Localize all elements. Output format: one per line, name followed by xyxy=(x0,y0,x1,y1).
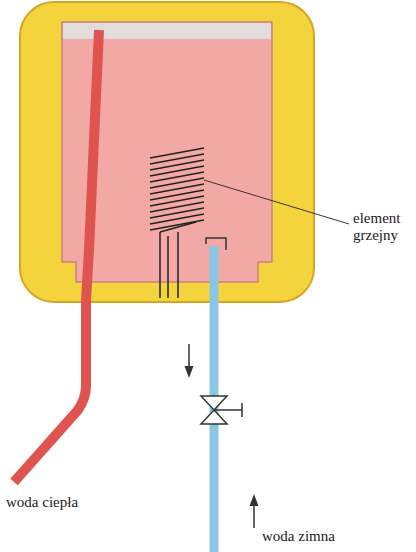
housing xyxy=(20,2,314,302)
heating-coil xyxy=(150,148,204,230)
flow-arrow xyxy=(188,344,190,372)
flow-arrow xyxy=(253,500,255,528)
cold-inlet-cap xyxy=(206,238,226,250)
leader-line xyxy=(204,180,349,224)
part-label: element grzejny xyxy=(353,210,411,244)
part-label: woda ciepła xyxy=(6,494,126,511)
hot-pipe xyxy=(14,30,99,482)
valve xyxy=(201,396,242,424)
part-label: woda zimna xyxy=(262,528,402,545)
element-leads xyxy=(160,222,196,298)
